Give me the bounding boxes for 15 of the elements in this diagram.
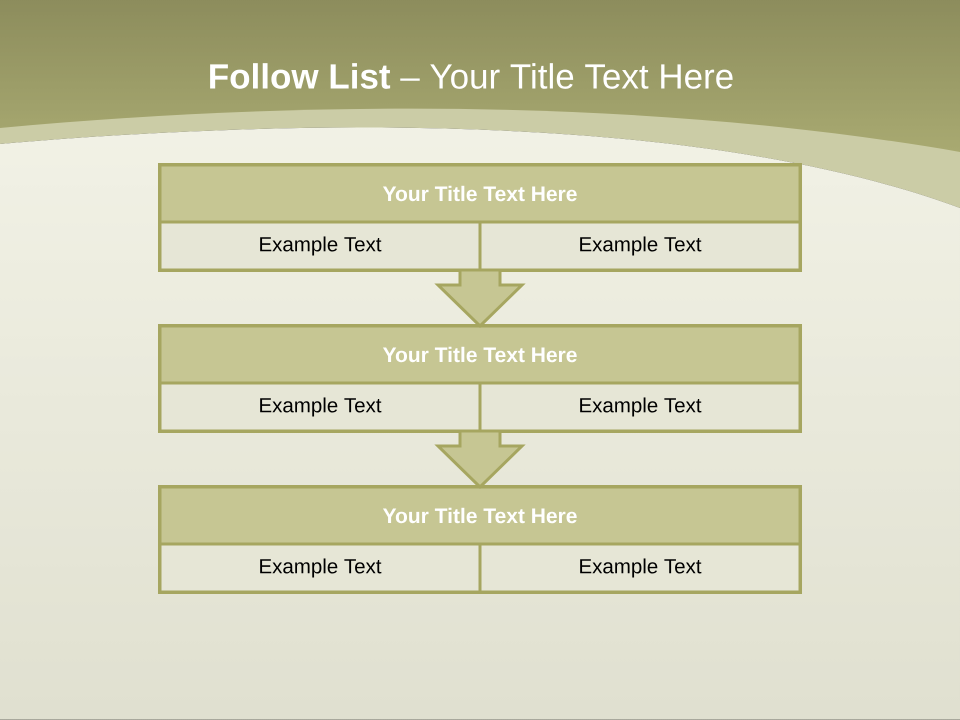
table-cell: Example Text — [158, 542, 482, 594]
table-cell: Example Text — [478, 542, 802, 594]
slide-title: Follow List – Your Title Text Here — [210, 63, 733, 89]
header-box: Your Title Text Here — [158, 486, 802, 546]
table-frame — [158, 485, 802, 594]
table-frame — [158, 324, 802, 433]
table-cell: Example Text — [158, 220, 482, 272]
block-arrow — [434, 268, 526, 328]
block-arrow — [434, 430, 526, 490]
table-frame — [158, 163, 802, 272]
header-box: Your Title Text Here — [158, 164, 802, 224]
header-box: Your Title Text Here — [158, 324, 802, 384]
table-cell: Example Text — [478, 382, 802, 432]
table-cell: Example Text — [478, 220, 802, 272]
table-cell: Example Text — [158, 382, 482, 432]
